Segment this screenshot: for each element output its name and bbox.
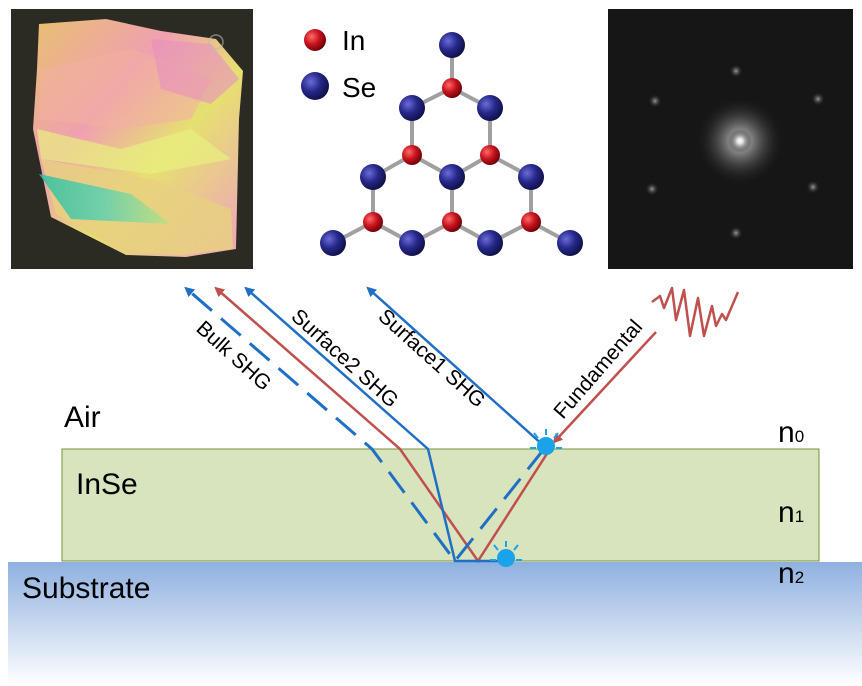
- se-atoms: [320, 32, 583, 256]
- in-atom: [363, 212, 383, 232]
- in-atom: [480, 145, 500, 165]
- se-atom: [360, 164, 386, 190]
- bottom-surface-spot: [490, 541, 522, 567]
- fundamental-label: Fundamental: [549, 316, 647, 424]
- surface2-shg-beam: [244, 286, 506, 563]
- n2-label: n2: [778, 557, 804, 590]
- in-atoms: [363, 78, 541, 232]
- top-surface-spot: [530, 429, 562, 455]
- legend-se-marker: [301, 72, 329, 100]
- legend-in-label: In: [342, 25, 365, 56]
- n1-label: n1: [778, 496, 804, 529]
- in-atom: [521, 212, 541, 232]
- se-atom: [439, 164, 465, 190]
- se-atom: [477, 95, 503, 121]
- se-atom: [399, 95, 425, 121]
- inse-label: InSe: [76, 468, 138, 501]
- in-atom: [442, 78, 462, 98]
- se-atom: [518, 164, 544, 190]
- diffraction-pattern-image: [608, 9, 853, 269]
- legend-se-label: Se: [342, 72, 376, 103]
- se-atom: [439, 32, 465, 58]
- n0-label: n0: [778, 416, 804, 449]
- se-atom: [557, 230, 583, 256]
- legend-in-marker: [304, 29, 326, 51]
- in-atom: [402, 145, 422, 165]
- fundamental-wavepacket: [651, 286, 740, 338]
- se-atom: [320, 230, 346, 256]
- se-atom: [399, 230, 425, 256]
- bulk-shg-beam: [184, 286, 546, 564]
- substrate-label: Substrate: [22, 572, 150, 605]
- fundamental-internal-path: [214, 286, 552, 564]
- fundamental-beam: [552, 331, 657, 444]
- in-atom: [442, 212, 462, 232]
- substrate-layer: [8, 562, 862, 686]
- optical-micrograph-image: [11, 9, 253, 269]
- surface1-shg-beam: [366, 286, 545, 447]
- air-label: Air: [64, 401, 101, 434]
- se-atom: [477, 230, 503, 256]
